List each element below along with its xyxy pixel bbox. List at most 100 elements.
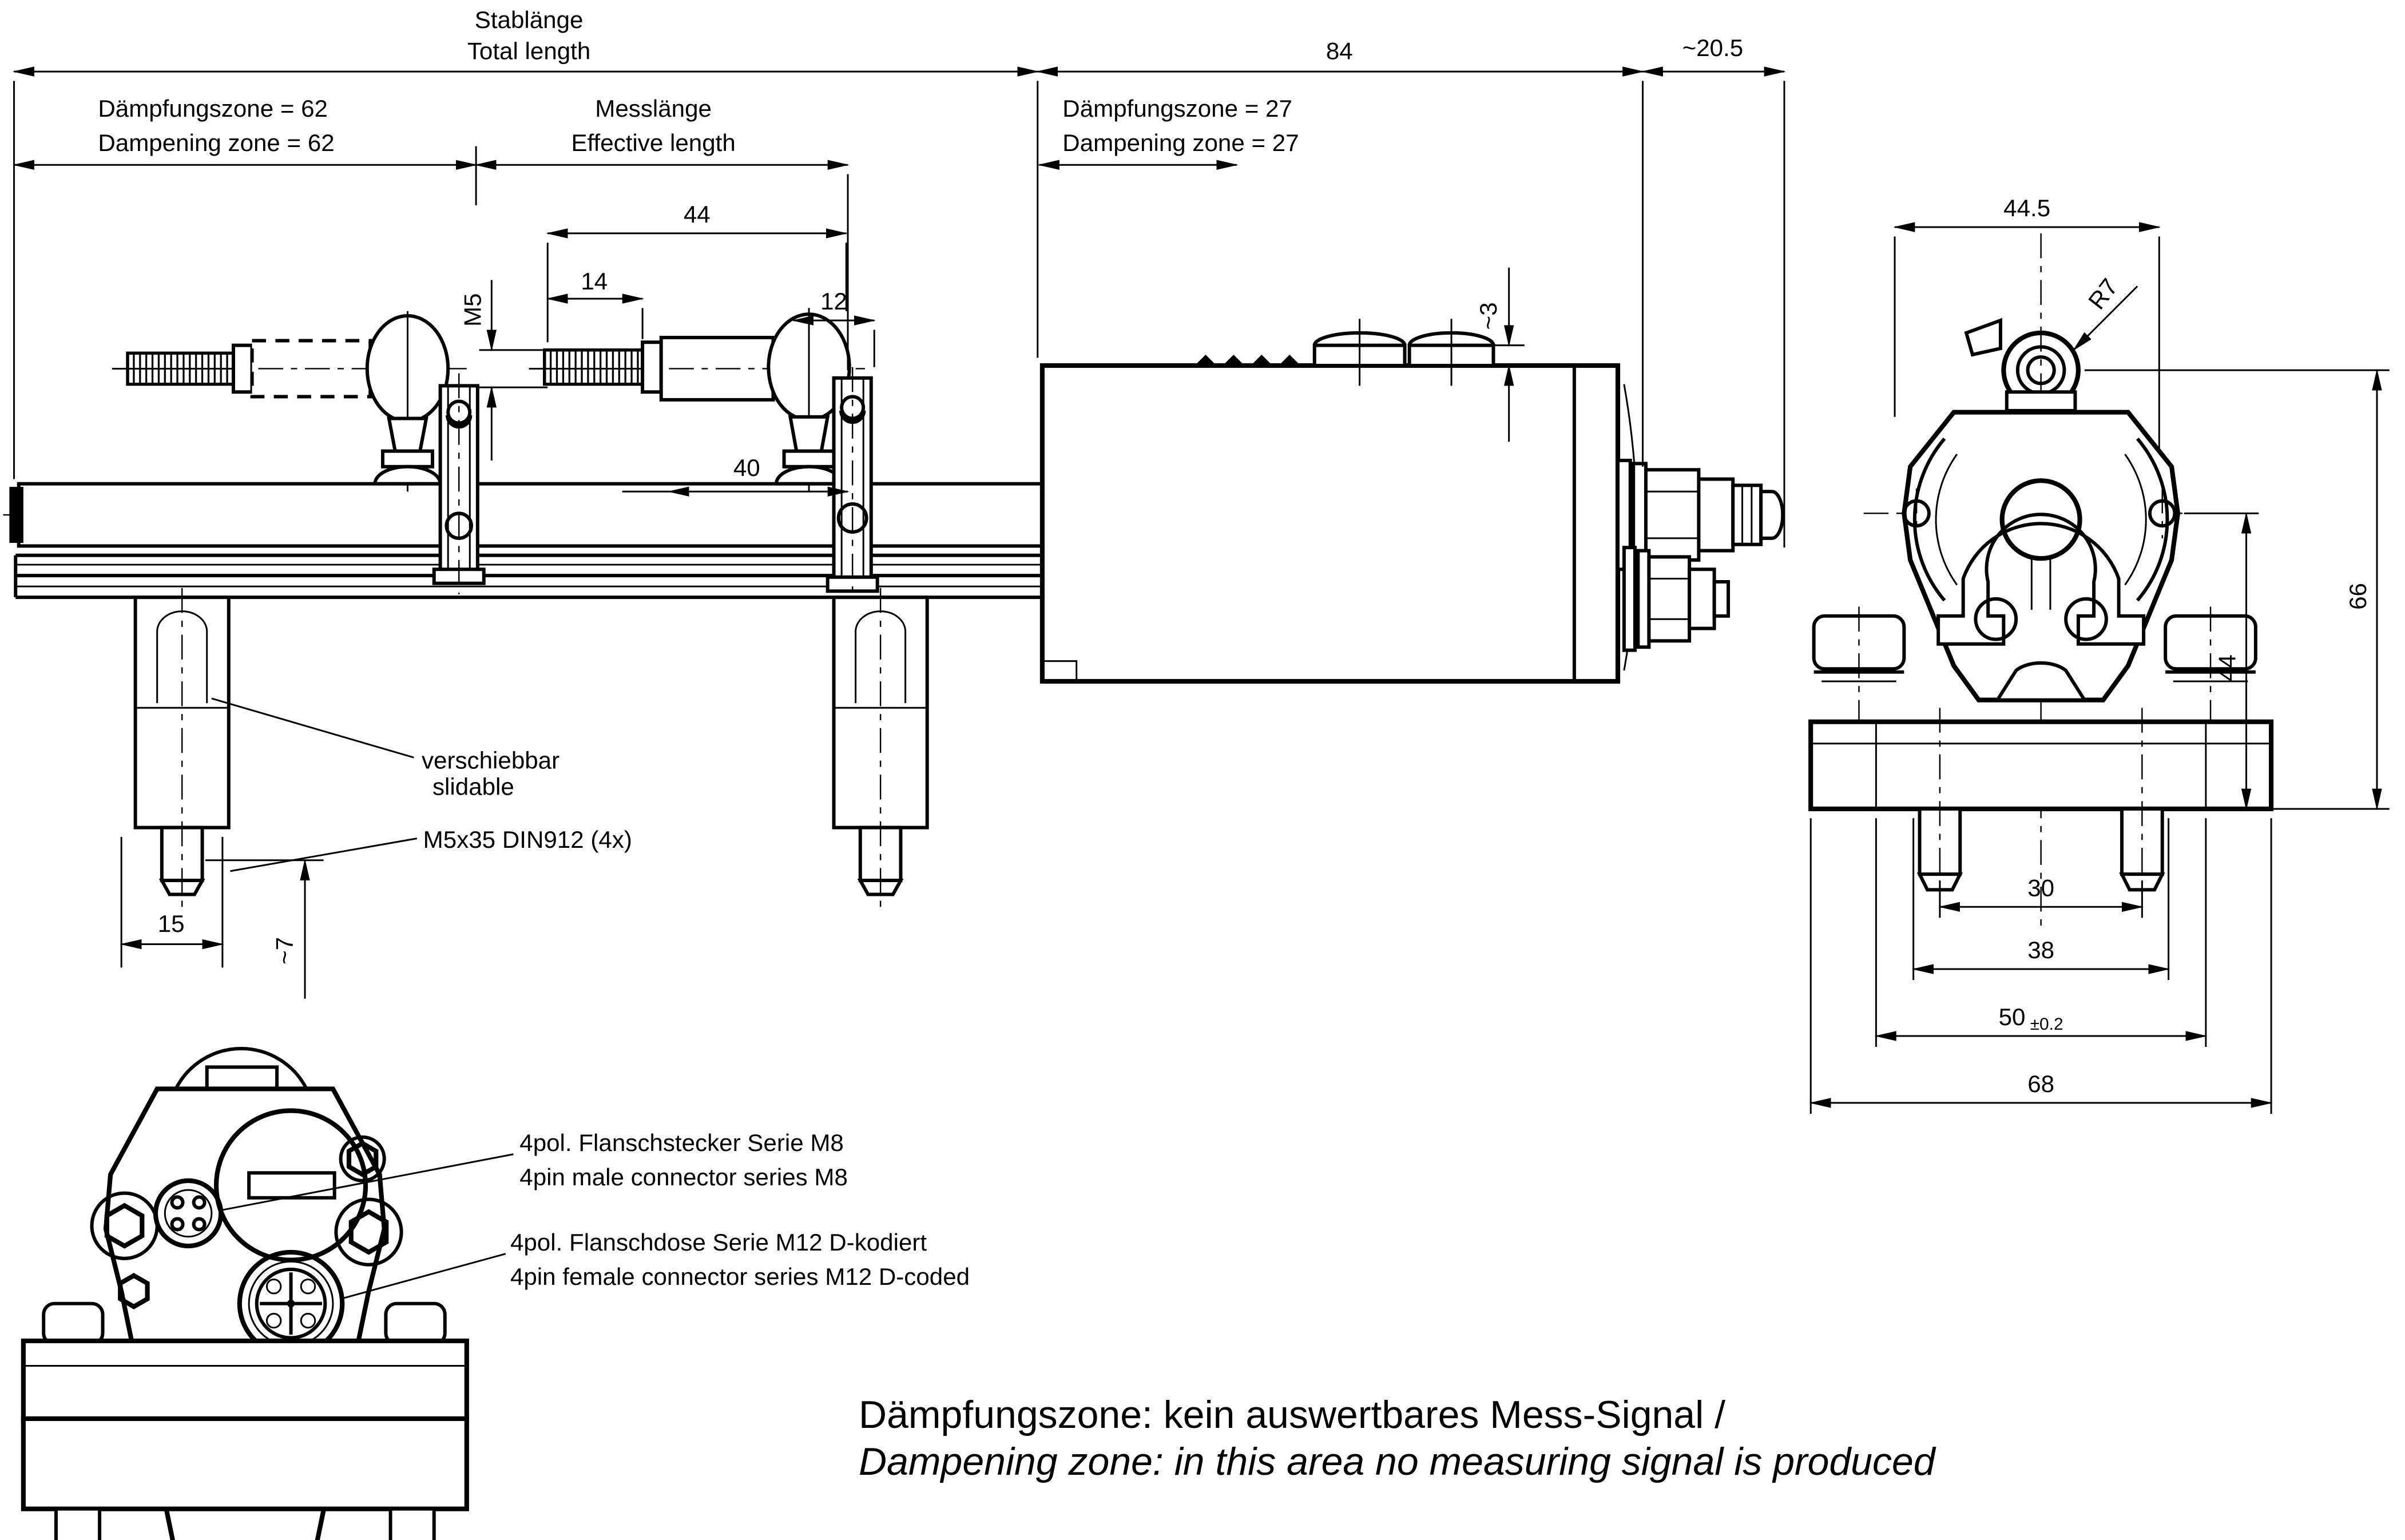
neck-nut (782, 449, 836, 469)
dim-text-12: 12 (820, 288, 847, 315)
ball-eye (1964, 317, 2081, 412)
connector-thread (1731, 483, 1763, 546)
label-m12-de: 4pol. Flanschdose Serie M12 D-kodiert (510, 1229, 927, 1256)
dim-label-mess-en: Effective length (571, 129, 735, 156)
display-slot (247, 1171, 336, 1200)
leader-screw (230, 838, 418, 872)
side-view-dimensions: Stablänge Total length 84 ~20.5 Dämpfung… (12, 6, 1786, 999)
m8-pin (170, 1217, 185, 1232)
hex-screw-large-right (348, 1209, 389, 1255)
hex-screw-small-right (346, 1140, 379, 1177)
rod-bore (1999, 478, 2082, 561)
label-screw: M5x35 DIN912 (4x) (423, 826, 632, 853)
dim-label-dz62-en: Dampening zone = 62 (98, 129, 334, 156)
dim-text-3: ~3 (1475, 302, 1502, 330)
m8-pin (192, 1217, 207, 1232)
screw-washer (339, 1135, 386, 1182)
m12-pin (300, 1279, 316, 1295)
dim-text-15: 15 (158, 910, 185, 937)
dim-text-m5: M5 (459, 293, 486, 327)
base-foot-right (388, 1507, 436, 1540)
neck-nut (380, 449, 434, 469)
magnet-dome (373, 465, 442, 486)
connector-tip (1712, 580, 1731, 618)
end-view: 4pol. Flanschstecker Serie M8 4pin male … (21, 1047, 970, 1540)
leader-slidable (211, 697, 414, 759)
dim-label-stablaenge-en: Total length (467, 37, 590, 64)
leader-m8 (220, 1153, 514, 1212)
led-bump (1194, 354, 1217, 366)
led-bump (1251, 354, 1273, 366)
dim-text-50-tol: ±0.2 (2030, 1015, 2063, 1034)
dim-text-14: 14 (581, 268, 608, 295)
ring-arc-right-inner (2124, 454, 2147, 586)
m12-pin (265, 1312, 282, 1329)
connector-flange-plate (1622, 546, 1637, 652)
connector-barrel (1697, 477, 1735, 553)
connector-block (1688, 567, 1716, 630)
label-m8-en: 4pin male connector series M8 (519, 1164, 848, 1190)
rail-foot-left (133, 588, 231, 912)
dim-label-dz27-de: Dämpfungszone = 27 (1062, 95, 1292, 122)
dim-label-mess-de: Messlänge (595, 95, 712, 122)
side-tab-left (42, 1301, 105, 1346)
connector-m8-side (1622, 546, 1731, 652)
connector-m8-face[interactable] (153, 1178, 224, 1249)
horseshoe-clamp (1936, 513, 2146, 646)
thread-collar (641, 340, 663, 394)
threaded-stud (543, 348, 644, 386)
dim-text-84: 84 (1326, 37, 1353, 64)
rail-foot-right (832, 588, 929, 912)
end-base (21, 1301, 469, 1540)
threaded-stud (126, 351, 235, 386)
dim-text-40: 40 (733, 454, 760, 481)
clamp-bolt-left (1812, 606, 1906, 732)
button-right[interactable] (1407, 319, 1495, 386)
m12-center-pin (287, 1299, 295, 1308)
dim-text-44-5: 44.5 (2003, 195, 2050, 221)
dim-label-stablaenge-de: Stablänge (475, 6, 584, 33)
dim-text-50: 50 (1999, 1003, 2026, 1030)
side-view: Stablänge Total length 84 ~20.5 Dämpfung… (3, 6, 1786, 999)
ball-joint-right (529, 308, 865, 492)
connector-tip (1759, 490, 1785, 540)
front-base (1808, 708, 2274, 909)
mount-hole-left (1974, 597, 2018, 641)
base-upper (21, 1338, 469, 1424)
mount-hole-right (2064, 597, 2108, 641)
connector-hex-nut (1644, 468, 1701, 562)
ring-arc-right (2136, 437, 2169, 602)
leader-m12 (340, 1253, 506, 1300)
m12-inner-ring (255, 1267, 327, 1340)
label-versch-de: verschiebbar (422, 747, 559, 773)
base-block (1808, 719, 2274, 812)
top-boss (205, 1065, 279, 1091)
led-bump (1223, 354, 1245, 366)
m8-inner-ring (164, 1189, 213, 1238)
magnet-bracket-right (826, 367, 879, 601)
magnet-dome (774, 465, 844, 486)
ball-eye-bore (2026, 355, 2056, 386)
connector-body (1647, 555, 1692, 643)
label-m12-en: 4pin female connector series M12 D-coded (510, 1263, 970, 1290)
dim-text-7: ~7 (271, 937, 297, 965)
rod-end-cap (9, 487, 23, 543)
ball-neck (387, 416, 428, 453)
button-left[interactable] (1312, 319, 1407, 386)
clamp-bolt-right (2164, 606, 2257, 732)
dim-text-r7: R7 (2083, 273, 2123, 314)
ring-arc-left (1912, 437, 1946, 602)
screw-washer (334, 1197, 403, 1267)
r7-leader (2072, 285, 2138, 351)
dim-text-30: 30 (2027, 874, 2054, 901)
label-m8-de: 4pol. Flanschstecker Serie M8 (519, 1129, 844, 1156)
keystone-hump (1994, 661, 2088, 702)
ball-joint-left (112, 311, 467, 492)
dim-label-dz62-de: Dämpfungszone = 62 (98, 95, 328, 122)
hex-screw-large-left (104, 1202, 145, 1249)
led-bump (1279, 354, 1301, 366)
ball-eye-collar (2005, 390, 2077, 412)
connector-m12-side (1616, 458, 1785, 571)
